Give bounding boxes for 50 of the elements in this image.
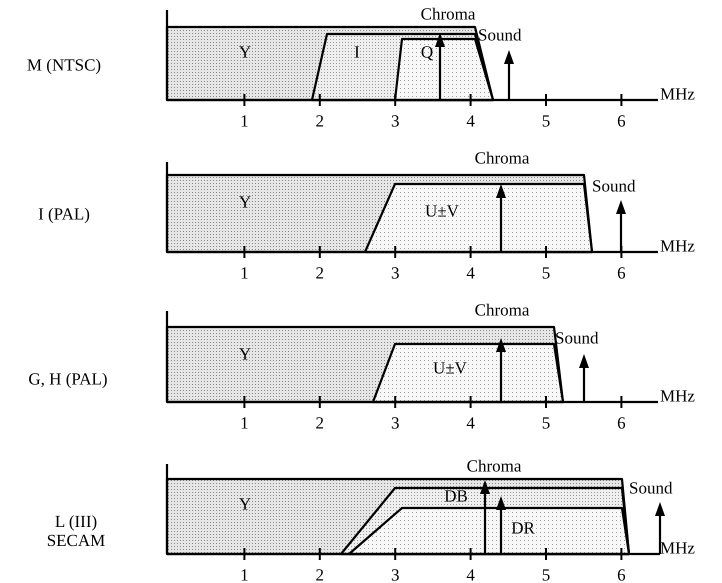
tick-label: 6 — [617, 112, 626, 130]
tick-label: 2 — [316, 414, 324, 432]
tick-label: 4 — [466, 414, 475, 432]
band-label: DR — [511, 518, 535, 538]
tick-label: 5 — [542, 414, 550, 432]
carrier-label: Chroma — [474, 300, 530, 320]
carrier-label: Chroma — [420, 4, 476, 24]
axis-unit: MHz — [660, 84, 695, 104]
tick-label: 2 — [316, 112, 324, 130]
standard-label: I (PAL) — [38, 204, 90, 224]
tick-label: 5 — [542, 264, 550, 282]
standard-label: L (III) SECAM — [46, 512, 106, 550]
carrier-label: Chroma — [466, 456, 522, 476]
tick-label: 5 — [542, 112, 550, 130]
band-label: Y — [238, 42, 252, 62]
band-label: I — [354, 42, 360, 62]
tick-label: 5 — [542, 566, 550, 583]
standard-label: M (NTSC) — [26, 56, 102, 74]
standard-label: G, H (PAL) — [28, 370, 108, 388]
tick-label: 1 — [240, 264, 249, 282]
tick-label: 1 — [240, 112, 249, 130]
tick-label: 3 — [390, 414, 400, 432]
tick-label: 3 — [390, 566, 400, 583]
tick-label: 3 — [390, 264, 400, 282]
band-label: Y — [238, 192, 252, 212]
axis-unit: MHz — [660, 538, 695, 558]
carrier-label: Chroma — [474, 148, 530, 168]
tick-label: 2 — [316, 566, 324, 583]
tick-label: 1 — [240, 414, 249, 432]
tick-label: 6 — [617, 414, 626, 432]
tick-label: 6 — [617, 264, 626, 282]
carrier-label: Sound — [478, 26, 522, 44]
carrier-label: Sound — [555, 328, 598, 348]
tick-label: 2 — [316, 264, 324, 282]
axis-unit: MHz — [660, 236, 695, 256]
band-label: U±V — [433, 358, 467, 378]
tick-label: 4 — [466, 566, 475, 583]
carrier-label: Sound — [592, 176, 636, 196]
tick-label: 4 — [466, 112, 475, 130]
band-label: Y — [238, 494, 252, 514]
band-label: Q — [420, 42, 434, 62]
tick-label: 3 — [390, 112, 400, 130]
tick-label: 1 — [240, 566, 249, 583]
tick-label: 4 — [466, 264, 475, 282]
carrier-label: Sound — [629, 478, 672, 498]
band-label: DB — [444, 486, 468, 506]
band-label: U±V — [425, 202, 459, 220]
tick-label: 6 — [617, 566, 626, 583]
axis-unit: MHz — [660, 386, 695, 406]
band-label: Y — [238, 344, 252, 364]
